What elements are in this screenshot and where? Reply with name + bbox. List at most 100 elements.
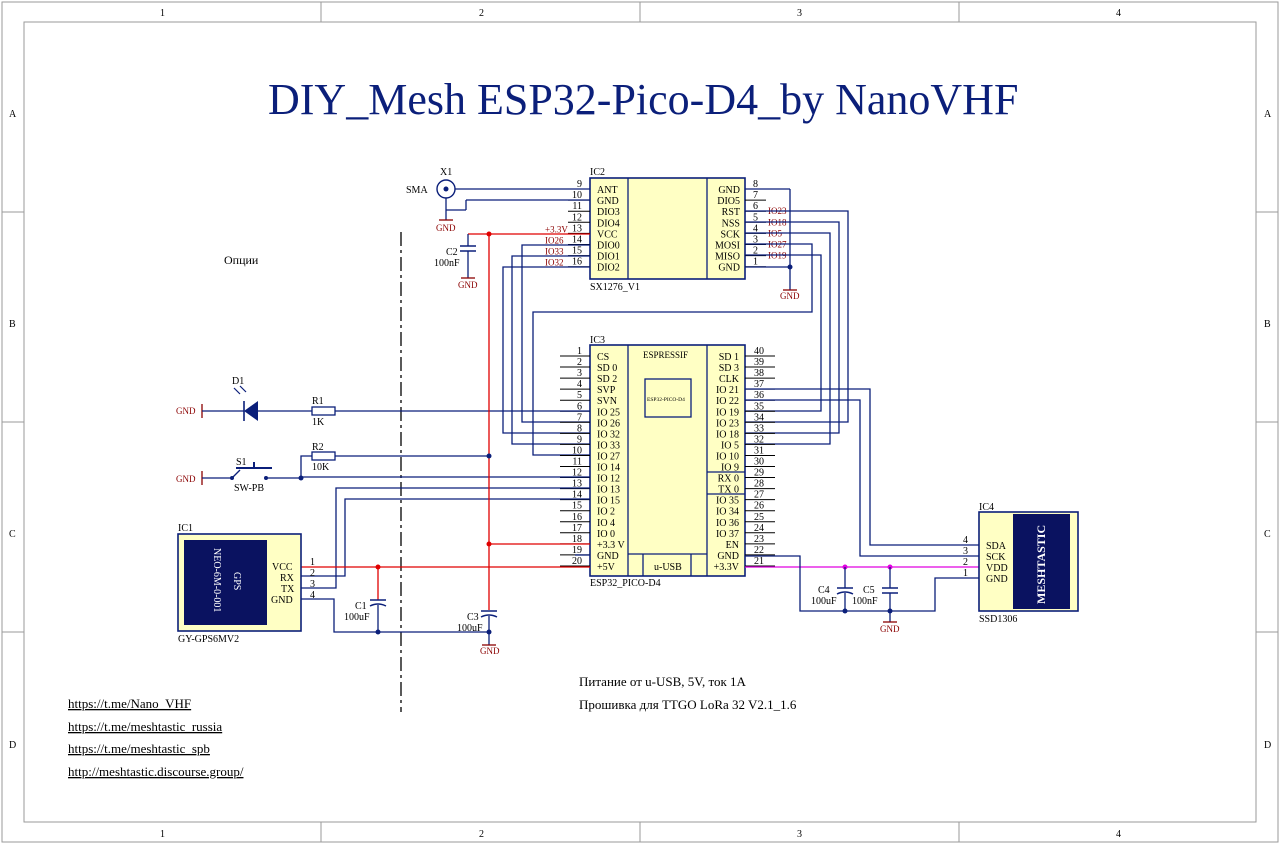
- link-meshtastic-russia[interactable]: https://t.me/meshtastic_russia: [68, 719, 222, 734]
- s1-part: SW-PB: [234, 483, 264, 494]
- ic4-pin-name: SDA: [986, 541, 1007, 552]
- ic2-pin-name: DIO5: [717, 196, 740, 207]
- grid-row-label: C: [1264, 529, 1271, 540]
- ic3-pin-num: 12: [572, 468, 582, 479]
- ic2-pin-num: 5: [753, 212, 758, 223]
- ic3-pin-name: SVP: [597, 385, 616, 396]
- ic3-pin-name: IO 12: [597, 474, 620, 485]
- ic2-pin-num: 9: [577, 179, 582, 190]
- ic2-part: SX1276_V1: [590, 282, 640, 293]
- ic3-pin-num: 11: [572, 457, 582, 468]
- c5-ref: C5: [863, 585, 875, 596]
- ic3-pin-num: 31: [754, 445, 764, 456]
- ic4-pin-name: SCK: [986, 552, 1006, 563]
- c3-ref: C3: [467, 612, 479, 623]
- ic3-pin-name: IO 37: [716, 529, 739, 540]
- gnd-label: GND: [480, 646, 500, 656]
- ic3-pin-num: 33: [754, 423, 764, 434]
- r2-resistor: R2 10K: [300, 442, 489, 478]
- grid-row-label: A: [1264, 109, 1272, 120]
- ic3-pin-num: 40: [754, 346, 764, 357]
- ic2-pin-num: 8: [753, 179, 758, 190]
- c4-capacitor: C4 100uF: [811, 567, 854, 611]
- ic3-pin-num: 26: [754, 501, 764, 512]
- ic2-pin-name: ANT: [597, 185, 618, 196]
- ic2-pin-name: DIO2: [597, 263, 620, 274]
- ic3-pin-name: RX 0: [718, 474, 739, 485]
- link-meshtastic-spb[interactable]: https://t.me/meshtastic_spb: [68, 741, 210, 756]
- grid-col-label: 1: [160, 8, 165, 19]
- ic3-part: ESP32_PICO-D4: [590, 578, 661, 589]
- ic2-pin-num: 7: [753, 190, 758, 201]
- ic2-net-label: IO32: [545, 258, 564, 268]
- ic2-pin-num: 1: [753, 257, 758, 268]
- grid-col-label: 3: [797, 829, 802, 840]
- ic3-pin-name: IO 18: [716, 429, 739, 440]
- ic3-pin-num: 25: [754, 512, 764, 523]
- gnd-label: GND: [458, 280, 478, 290]
- ic3-pin-num: 30: [754, 457, 764, 468]
- ic3-pin-num: 4: [577, 379, 582, 390]
- ic3-pin-name: IO 21: [716, 385, 739, 396]
- ic3-pin-num: 8: [577, 423, 582, 434]
- ic3-pin-name: EN: [726, 540, 739, 551]
- ic3-pin-name: SD 0: [597, 363, 617, 374]
- link-meshtastic-discourse[interactable]: http://meshtastic.discourse.group/: [68, 764, 244, 779]
- ic4-pin-num: 2: [963, 557, 968, 568]
- ic2-right-wiring: GND: [532, 188, 849, 456]
- ic1-pin-num: 4: [310, 590, 315, 601]
- ic3-pin-num: 20: [572, 556, 582, 567]
- ic2-sx1276: IC2 SX1276_V1: [589, 167, 746, 293]
- ic3-esp32: IC3 ESP32_PICO-D4 ESPRESSIF ESP32-PICO-D…: [589, 335, 746, 589]
- ic3-pin-name: GND: [717, 551, 739, 562]
- ic3-pin-name: IO 32: [597, 429, 620, 440]
- gps-module-model: NEO-6M-0-001: [211, 548, 222, 612]
- ic1-pin-name: TX: [281, 584, 295, 595]
- ic3-pin-name: SD 2: [597, 374, 617, 385]
- ic4-pin-num: 1: [963, 568, 968, 579]
- ic2-pin-num: 2: [753, 246, 758, 257]
- ic3-pin-name: IO 10: [716, 451, 739, 462]
- ic3-pin-name: IO 14: [597, 463, 620, 474]
- ic2-pin-num: 15: [572, 246, 582, 257]
- ic2-pin-name: RST: [722, 207, 740, 218]
- ic3-pin-num: 16: [572, 512, 582, 523]
- ic3-pin-name: IO 33: [597, 440, 620, 451]
- ic3-pin-num: 9: [577, 434, 582, 445]
- grid-row-label: B: [9, 319, 16, 330]
- ic3-pin-num: 15: [572, 501, 582, 512]
- ic3-pin-num: 36: [754, 390, 764, 401]
- ic4-pin-name: VDD: [986, 563, 1008, 574]
- r2-ref: R2: [312, 442, 324, 453]
- c1-capacitor: C1 100uF: [344, 567, 387, 635]
- s1-ref: S1: [236, 457, 247, 468]
- ic1-gps: IC1 GY-GPS6MV2 GPS NEO-6M-0-001 VCC RX T…: [177, 523, 489, 645]
- ic3-pin-num: 3: [577, 368, 582, 379]
- ic3-pin-name: IO 34: [716, 507, 739, 518]
- ic2-pin-name: DIO1: [597, 252, 620, 263]
- ic3-pin-name: SVN: [597, 396, 617, 407]
- c1-value: 100uF: [344, 612, 370, 623]
- ic4-pin-num: 3: [963, 546, 968, 557]
- gnd-label: GND: [780, 291, 800, 301]
- ic2-ref: IC2: [590, 167, 605, 178]
- c5-capacitor: C5 100nF GND: [852, 567, 900, 634]
- ic4-part: SSD1306: [979, 614, 1017, 625]
- ic2-pin-name: MOSI: [715, 241, 740, 252]
- gnd-label: GND: [176, 474, 196, 484]
- ic2-pin-num: 6: [753, 201, 758, 212]
- ic3-pin-num: 37: [754, 379, 764, 390]
- gps-module-label: GPS: [231, 572, 242, 590]
- ic3-pin-num: 2: [577, 357, 582, 368]
- ic1-ref: IC1: [178, 523, 193, 534]
- ic2-pin-name: DIO4: [597, 218, 620, 229]
- ic3-body: [589, 344, 746, 577]
- link-nano-vhf[interactable]: https://t.me/Nano_VHF: [68, 696, 191, 711]
- ic3-pin-name: TX 0: [718, 485, 739, 496]
- grid-row-label: B: [1264, 319, 1271, 330]
- usb-label: u-USB: [654, 562, 682, 573]
- grid-col-label: 1: [160, 829, 165, 840]
- page-title: DIY_Mesh ESP32-Pico-D4_by NanoVHF: [268, 75, 1018, 124]
- ic3-pin-name: IO 36: [716, 518, 739, 529]
